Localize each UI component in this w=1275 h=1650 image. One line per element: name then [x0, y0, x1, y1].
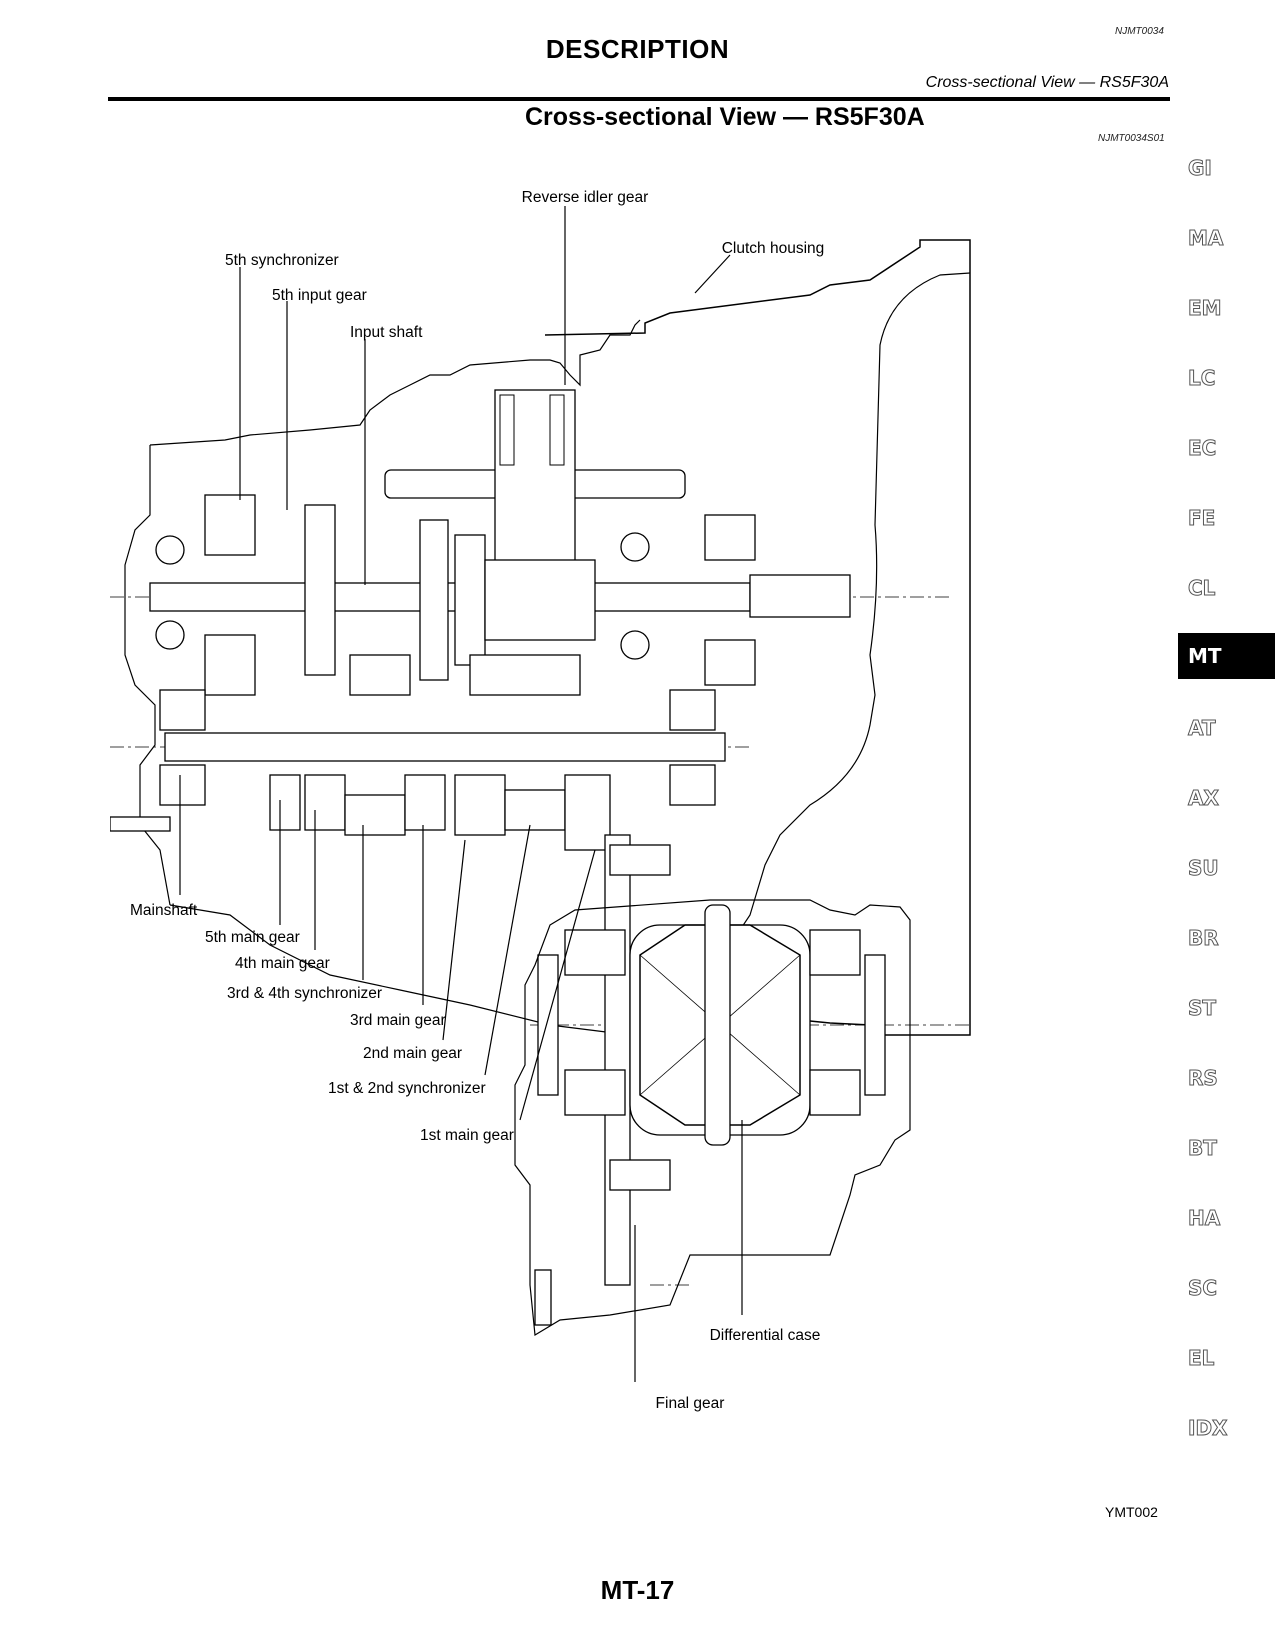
left-bearing-ball-upper	[155, 535, 185, 565]
label-clutch-housing: Clutch housing	[722, 240, 825, 257]
tab-sc[interactable]: SC	[1188, 1276, 1218, 1301]
final-gear-bolt-lower	[609, 1159, 671, 1191]
tab-cl[interactable]: CL	[1188, 576, 1216, 601]
input-gear-a	[419, 519, 449, 681]
tab-br[interactable]: BR	[1188, 926, 1220, 951]
leader-second-main-gear	[442, 839, 466, 1041]
pinion-shaft	[704, 904, 731, 1146]
tab-st[interactable]: ST	[1188, 996, 1217, 1021]
input-gear-c	[484, 559, 596, 641]
tab-mt[interactable]: MT	[1178, 633, 1275, 679]
third-main-gear	[404, 774, 446, 831]
tab-el[interactable]: EL	[1188, 1346, 1215, 1371]
tab-fe[interactable]: FE	[1188, 506, 1216, 531]
left-bearing-ball-lower	[155, 620, 185, 650]
side-bearing-right-upper	[809, 929, 861, 976]
side-seal-left	[537, 954, 559, 1096]
header-subtitle: Cross-sectional View — RS5F30A	[925, 74, 1169, 91]
tab-ax[interactable]: AX	[1188, 786, 1220, 811]
transaxle-cross-section-diagram: Reverse idler gear Clutch housing 5th sy…	[110, 189, 971, 1412]
tab-su[interactable]: SU	[1188, 856, 1220, 881]
clutch-seal-upper	[704, 514, 756, 561]
upper-synchronizer-b	[469, 654, 581, 696]
mainshaft-bearing-left-lower	[159, 764, 206, 806]
clutch-seal-lower	[704, 639, 756, 686]
figure-code: YMT002	[1105, 1504, 1158, 1520]
section-title: Cross-sectional View — RS5F30A	[525, 103, 925, 131]
leader-clutch-housing	[694, 254, 731, 294]
label-third-fourth-synchronizer: 3rd & 4th synchronizer	[227, 985, 382, 1002]
case-bottom-wall	[169, 904, 671, 1046]
label-fourth-main-gear: 4th main gear	[235, 955, 330, 972]
mainshaft-bearing-left	[159, 689, 206, 731]
transmission-case-outline	[149, 319, 641, 446]
side-bearing-right-lower	[809, 1069, 861, 1116]
tab-em[interactable]: EM	[1188, 296, 1223, 321]
label-third-main-gear: 3rd main gear	[350, 1012, 446, 1029]
label-fifth-input-gear: 5th input gear	[272, 287, 367, 304]
mainshaft-bearing-right-lower	[669, 764, 716, 806]
page-number: MT-17	[600, 1575, 675, 1605]
tab-at[interactable]: AT	[1188, 716, 1217, 741]
input-shaft	[149, 582, 751, 612]
tab-bt[interactable]: BT	[1188, 1136, 1218, 1161]
differential-housing-outline	[514, 899, 911, 1337]
fifth-synchronizer-hub	[204, 494, 256, 556]
side-bearing-left-lower	[564, 1069, 626, 1116]
final-gear-bolt-upper	[609, 844, 671, 876]
tab-rs[interactable]: RS	[1188, 1066, 1219, 1091]
final-gear	[604, 834, 631, 1286]
label-first-second-synchronizer: 1st & 2nd synchronizer	[328, 1080, 486, 1097]
label-differential-case: Differential case	[710, 1327, 821, 1344]
section-code: NJMT0034S01	[1098, 133, 1165, 144]
lower-mounting-bolt	[534, 1269, 552, 1326]
reverse-idler-tooth-1	[499, 394, 515, 466]
input-gear-b	[454, 534, 486, 666]
label-input-shaft: Input shaft	[350, 324, 423, 341]
tab-idx[interactable]: IDX	[1188, 1416, 1228, 1441]
label-second-main-gear: 2nd main gear	[363, 1045, 462, 1062]
label-final-gear: Final gear	[656, 1395, 725, 1412]
first-second-synchronizer-sleeve	[504, 789, 566, 831]
tab-ec[interactable]: EC	[1188, 436, 1217, 461]
mounting-bolt-left	[110, 816, 171, 832]
label-reverse-idler-gear: Reverse idler gear	[522, 189, 649, 206]
fifth-input-gear-body	[304, 504, 336, 676]
tab-lc[interactable]: LC	[1188, 366, 1216, 391]
page-title: DESCRIPTION	[545, 34, 730, 64]
upper-synchronizer-a	[349, 654, 411, 696]
header-rule	[108, 97, 1170, 101]
input-bearing-ball-lower	[620, 630, 650, 660]
label-fifth-main-gear: 5th main gear	[205, 929, 300, 946]
header-code: NJMT0034	[1115, 26, 1164, 37]
label-fifth-synchronizer: 5th synchronizer	[225, 252, 339, 269]
side-bearing-left-upper	[564, 929, 626, 976]
tab-ma[interactable]: MA	[1188, 226, 1224, 251]
third-fourth-synchronizer-sleeve	[344, 794, 406, 836]
case-left-wall	[124, 445, 171, 906]
input-shaft-output-spline	[749, 574, 851, 618]
label-mainshaft: Mainshaft	[130, 902, 198, 919]
mainshaft-bearing-right	[669, 689, 716, 731]
reverse-idler-tooth-2	[549, 394, 565, 466]
tab-ha[interactable]: HA	[1188, 1206, 1221, 1231]
leader-first-second-synchronizer	[484, 824, 531, 1076]
side-seal-right	[864, 954, 886, 1096]
fifth-synchronizer-hub-lower	[204, 634, 256, 696]
mainshaft	[164, 732, 726, 762]
second-main-gear	[454, 774, 506, 836]
leader-first-main-gear	[519, 849, 596, 1121]
tab-gi[interactable]: GI	[1188, 156, 1213, 181]
label-first-main-gear: 1st main gear	[420, 1127, 514, 1144]
first-main-gear	[564, 774, 611, 851]
fourth-main-gear	[304, 774, 346, 831]
fifth-main-gear	[269, 774, 301, 831]
housing-inner-wall	[699, 272, 971, 976]
input-bearing-ball-upper	[620, 532, 650, 562]
